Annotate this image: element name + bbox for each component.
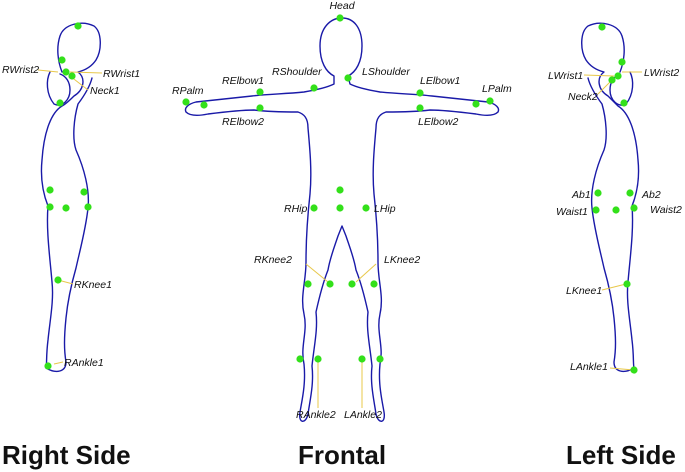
label-lknee1: LKnee1 (566, 285, 602, 297)
left-side-view: LWrist1 LWrist2 Neck2 Ab1 Ab2 Waist1 Wai… (548, 22, 682, 470)
marker-rknee2 (326, 280, 334, 288)
frontal-view: Head RShoulder LShoulder RElbow1 LElbow1… (172, 0, 512, 470)
label-lwrist2: LWrist2 (644, 67, 679, 79)
marker-rankle-outer (296, 355, 304, 363)
frontal-rknee2-leader (305, 263, 329, 283)
marker-left-lwrist2 (618, 58, 626, 66)
right-rwrist2-leader (37, 69, 59, 73)
label-relbow1: RElbow1 (222, 75, 264, 87)
label-rhip: RHip (284, 203, 307, 215)
right-side-arm-outline (46, 71, 71, 106)
marker-left-lknee1 (623, 280, 631, 288)
marker-lelbow1 (416, 89, 424, 97)
marker-lelbow2 (416, 104, 424, 112)
right-side-title: Right Side (2, 440, 131, 470)
label-ab1: Ab1 (571, 189, 591, 201)
marker-lankle2 (358, 355, 366, 363)
frontal-body-outline (184, 17, 500, 422)
left-lankle1-leader (609, 367, 635, 371)
label-lelbow1: LElbow1 (420, 75, 460, 87)
marker-head (336, 14, 344, 22)
marker-right-elbow (56, 99, 64, 107)
marker-right-waist-mid (62, 204, 70, 212)
marker-rknee-outer (304, 280, 312, 288)
marker-lshoulder (344, 74, 352, 82)
label-rpalm: RPalm (172, 85, 204, 97)
label-lhip: LHip (374, 203, 396, 215)
left-lknee1-leader (601, 283, 627, 291)
marker-right-head (74, 22, 82, 30)
marker-right-waist-back (84, 203, 92, 211)
marker-left-waist2 (630, 204, 638, 212)
marker-rankle2 (314, 355, 322, 363)
marker-rpalm (200, 101, 208, 109)
marker-right-ab (46, 186, 54, 194)
marker-left-elbow (620, 99, 628, 107)
marker-left-head (598, 23, 606, 31)
marker-left-waist-mid (612, 206, 620, 214)
label-lshoulder: LShoulder (362, 66, 410, 78)
right-rwrist1-leader (69, 71, 103, 74)
marker-right-waist (46, 203, 54, 211)
marker-ab (336, 186, 344, 194)
marker-left-lwrist1 (614, 72, 622, 80)
marker-rhip (310, 204, 318, 212)
frontal-lknee2-leader (355, 263, 377, 283)
marker-left-lankle1 (630, 366, 638, 374)
marker-rshoulder (310, 84, 318, 92)
label-waist1: Waist1 (556, 206, 588, 218)
left-lwrist1-leader (583, 74, 615, 77)
label-rknee1: RKnee1 (74, 279, 112, 291)
marker-lpalm (486, 97, 494, 105)
marker-right-rwrist1 (62, 68, 70, 76)
label-lelbow2: LElbow2 (418, 116, 458, 128)
marker-left-neck2 (608, 76, 616, 84)
label-lwrist1: LWrist1 (548, 70, 583, 82)
marker-right-rwrist2 (58, 56, 66, 64)
label-lpalm: LPalm (482, 83, 512, 95)
label-rshoulder: RShoulder (272, 66, 322, 78)
marker-lhip (362, 204, 370, 212)
marker-right-rknee1 (54, 276, 62, 284)
label-head: Head (329, 0, 355, 12)
marker-lankle-outer (376, 355, 384, 363)
label-lankle1: LAnkle1 (570, 361, 608, 373)
label-lknee2: LKnee2 (384, 254, 420, 266)
label-neck2: Neck2 (568, 91, 598, 103)
label-ab2: Ab2 (641, 189, 661, 201)
label-waist2: Waist2 (650, 204, 682, 216)
marker-waist-center (336, 204, 344, 212)
marker-lknee2 (348, 280, 356, 288)
marker-left-ab2 (626, 189, 634, 197)
label-lankle2: LAnkle2 (344, 409, 382, 421)
marker-right-neck1 (68, 72, 76, 80)
marker-left-waist1 (592, 206, 600, 214)
marker-right-rankle1 (44, 362, 52, 370)
marker-relbow2 (256, 104, 264, 112)
marker-left-ab1 (594, 189, 602, 197)
marker-right-ab-back (80, 188, 88, 196)
right-side-view: RWrist2 RWrist1 Neck1 RKnee1 RAnkle1 Rig… (2, 22, 140, 470)
label-neck1: Neck1 (90, 85, 120, 97)
label-rwrist2: RWrist2 (2, 64, 39, 76)
left-side-title: Left Side (566, 440, 676, 470)
label-rankle1: RAnkle1 (64, 357, 104, 369)
marker-lpalm-inner (472, 100, 480, 108)
marker-lknee-outer (370, 280, 378, 288)
label-rwrist1: RWrist1 (103, 68, 140, 80)
right-rankle1-leader (53, 361, 64, 365)
marker-relbow1 (256, 88, 264, 96)
frontal-title: Frontal (298, 440, 386, 470)
label-rankle2: RAnkle2 (296, 409, 336, 421)
label-relbow2: RElbow2 (222, 116, 264, 128)
label-rknee2: RKnee2 (254, 254, 292, 266)
marker-rpalm-outer (182, 98, 190, 106)
